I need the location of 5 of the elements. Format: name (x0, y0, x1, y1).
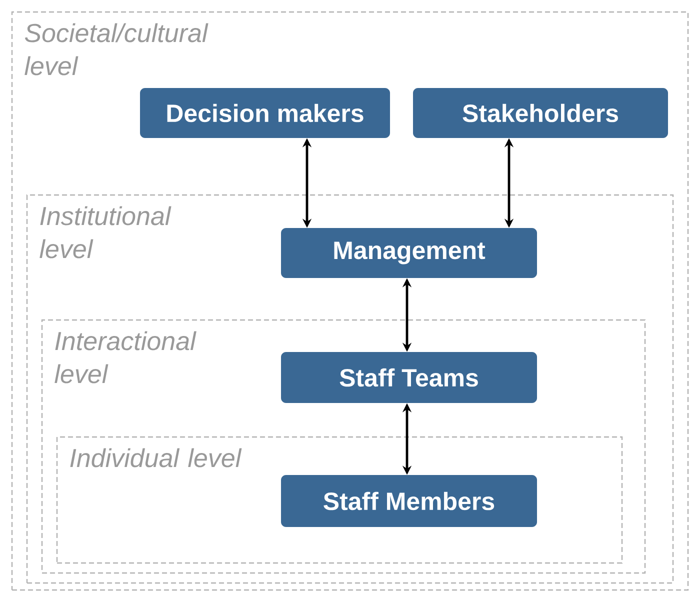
role-box: Stakeholders (413, 88, 668, 138)
role-box: Staff Members (281, 475, 537, 527)
role-box: Decision makers (140, 88, 390, 138)
role-box: Staff Teams (281, 352, 537, 403)
role-box: Management (281, 228, 537, 278)
